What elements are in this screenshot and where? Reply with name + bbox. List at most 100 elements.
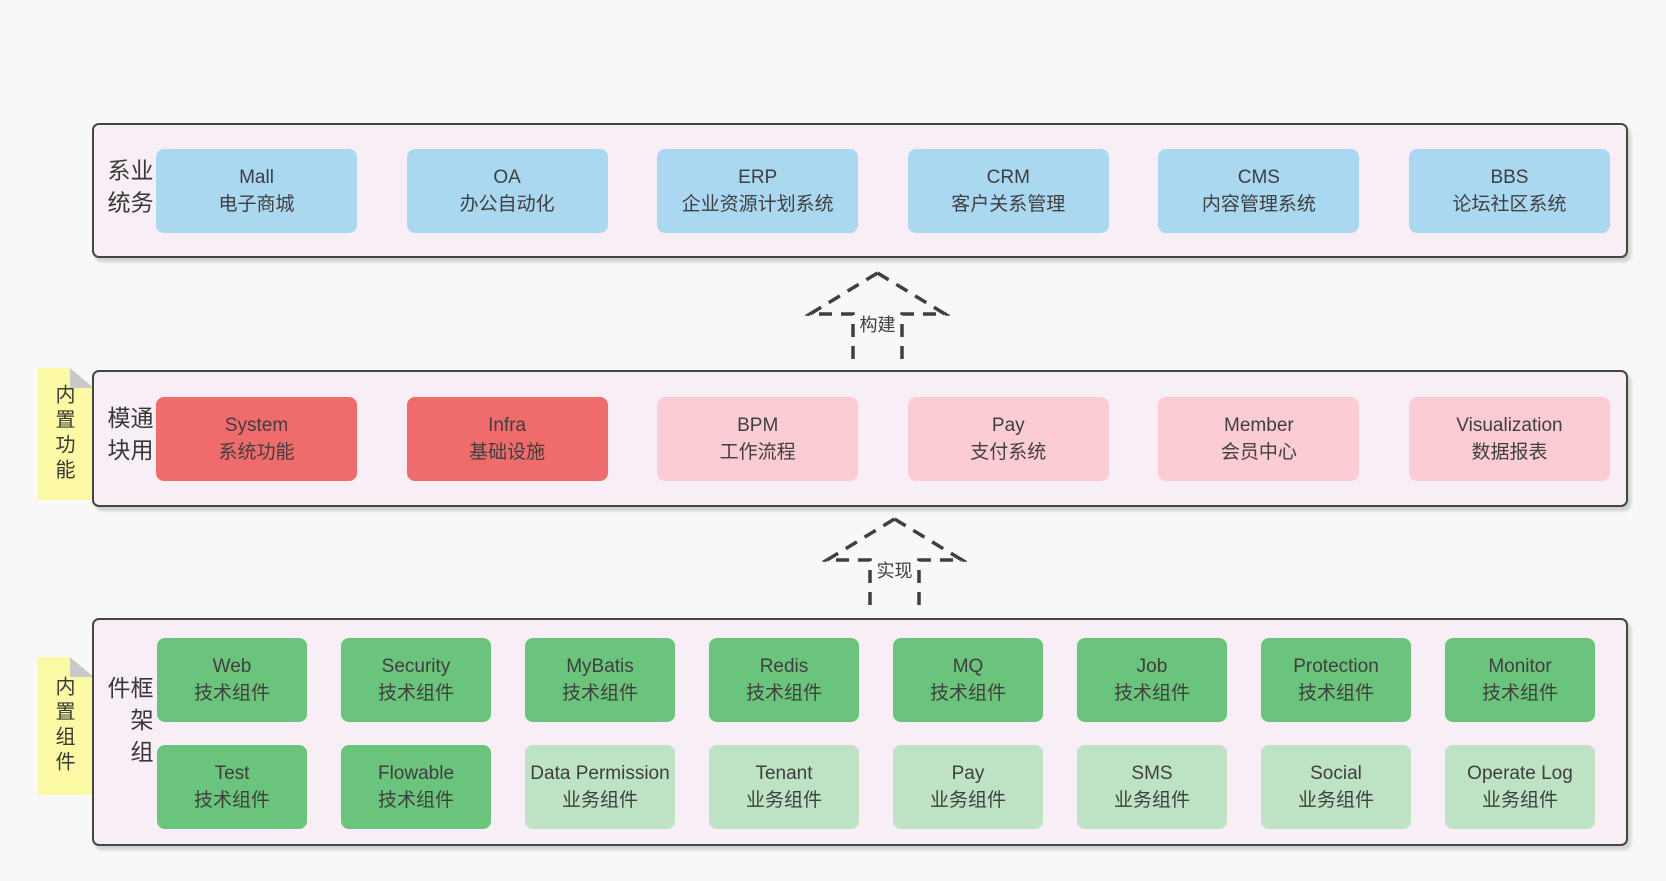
diagram-box-monitor: Monitor 技术组件 bbox=[1445, 638, 1595, 722]
box-subtitle: 业务组件 bbox=[929, 790, 1006, 811]
box-title: Pay bbox=[991, 414, 1025, 436]
box-subtitle: 技术组件 bbox=[193, 683, 270, 704]
sticky-note-label: 内置组件 bbox=[52, 676, 74, 776]
box-subtitle: 会员中心 bbox=[1220, 441, 1297, 463]
diagram-box-pay: Pay 业务组件 bbox=[893, 745, 1043, 829]
box-subtitle: 业务组件 bbox=[745, 790, 822, 811]
box-title: Job bbox=[1136, 656, 1168, 677]
arrow-implement: 实现 bbox=[822, 516, 967, 614]
dashed-up-arrow-icon bbox=[822, 517, 967, 614]
box-title: SMS bbox=[1131, 763, 1173, 784]
diagram-box-mybatis: MyBatis 技术组件 bbox=[525, 638, 675, 722]
box-subtitle: 技术组件 bbox=[929, 683, 1006, 704]
box-title: CMS bbox=[1237, 166, 1280, 188]
diagram-box-sms: SMS 业务组件 bbox=[1077, 745, 1227, 829]
diagram-box-pay: Pay 支付系统 bbox=[907, 396, 1109, 481]
box-subtitle: 企业资源计划系统 bbox=[681, 193, 834, 215]
box-title: Tenant bbox=[755, 763, 813, 784]
box-subtitle: 内容管理系统 bbox=[1201, 193, 1316, 215]
box-title: Flowable bbox=[377, 763, 455, 784]
box-subtitle: 工作流程 bbox=[719, 441, 796, 463]
diagram-box-member: Member 会员中心 bbox=[1158, 396, 1360, 481]
sticky-note-label: 内置功能 bbox=[52, 384, 74, 484]
box-title: Security bbox=[381, 656, 451, 677]
box-subtitle: 数据报表 bbox=[1471, 441, 1548, 463]
box-subtitle: 办公自动化 bbox=[459, 193, 555, 215]
box-title: OA bbox=[493, 166, 521, 188]
band-label: 通用模块 bbox=[104, 405, 153, 470]
diagram-box-mq: MQ 技术组件 bbox=[893, 638, 1043, 722]
box-subtitle: 技术组件 bbox=[377, 790, 454, 811]
arrow-build-label: 构建 bbox=[856, 315, 899, 335]
diagram-box-security: Security 技术组件 bbox=[341, 638, 491, 722]
box-title: Mall bbox=[239, 166, 274, 188]
diagram-box-redis: Redis 技术组件 bbox=[709, 638, 859, 722]
box-title: Pay bbox=[951, 763, 985, 784]
folded-corner-icon bbox=[70, 368, 94, 388]
band-label: 框架组件 bbox=[104, 676, 153, 772]
diagram-box-data-permission: Data Permission 业务组件 bbox=[525, 745, 675, 829]
diagram-box-social: Social 业务组件 bbox=[1261, 745, 1411, 829]
box-subtitle: 技术组件 bbox=[1481, 683, 1558, 704]
diagram-box-tenant: Tenant 业务组件 bbox=[709, 745, 859, 829]
box-title: CRM bbox=[986, 166, 1030, 188]
diagram-box-bpm: BPM 工作流程 bbox=[657, 396, 859, 481]
diagram-box-crm: CRM 客户关系管理 bbox=[907, 148, 1109, 233]
band-common-modules: 通用模块 System 系统功能 Infra 基础设施 BPM 工作流程 Pay 支付系统 Me… bbox=[92, 370, 1628, 507]
box-subtitle: 技术组件 bbox=[1113, 683, 1190, 704]
box-subtitle: 技术组件 bbox=[377, 683, 454, 704]
box-subtitle: 业务组件 bbox=[1297, 790, 1374, 811]
box-title: Protection bbox=[1293, 656, 1379, 677]
box-title: Web bbox=[212, 656, 252, 677]
diagram-box-protection: Protection 技术组件 bbox=[1261, 638, 1411, 722]
box-title: Data Permission bbox=[530, 763, 670, 784]
box-subtitle: 支付系统 bbox=[970, 441, 1047, 463]
diagram-box-job: Job 技术组件 bbox=[1077, 638, 1227, 722]
box-subtitle: 业务组件 bbox=[1113, 790, 1190, 811]
box-title: Infra bbox=[488, 414, 527, 436]
arrow-build: 构建 bbox=[805, 270, 950, 368]
diagram-box-test: Test 技术组件 bbox=[157, 745, 307, 829]
box-subtitle: 基础设施 bbox=[469, 441, 546, 463]
box-title: System bbox=[224, 414, 289, 436]
box-title: MyBatis bbox=[566, 656, 634, 677]
box-subtitle: 技术组件 bbox=[1297, 683, 1374, 704]
box-subtitle: 技术组件 bbox=[745, 683, 822, 704]
diagram-box-flowable: Flowable 技术组件 bbox=[341, 745, 491, 829]
box-subtitle: 业务组件 bbox=[561, 790, 638, 811]
band-label: 业务系统 bbox=[104, 157, 153, 222]
diagram-box-infra: Infra 基础设施 bbox=[406, 396, 608, 481]
box-title: BPM bbox=[737, 414, 779, 436]
dashed-up-arrow-icon bbox=[805, 271, 950, 368]
box-title: Test bbox=[214, 763, 250, 784]
diagram-box-erp: ERP 企业资源计划系统 bbox=[657, 148, 859, 233]
diagram-box-web: Web 技术组件 bbox=[157, 638, 307, 722]
box-title: Member bbox=[1224, 414, 1294, 436]
diagram-box-cms: CMS 内容管理系统 bbox=[1158, 148, 1360, 233]
box-subtitle: 系统功能 bbox=[218, 441, 295, 463]
box-subtitle: 技术组件 bbox=[193, 790, 270, 811]
sticky-note-built-in-components: 内置组件 bbox=[38, 657, 94, 795]
box-subtitle: 客户关系管理 bbox=[951, 193, 1066, 215]
box-subtitle: 论坛社区系统 bbox=[1452, 193, 1567, 215]
diagram-box-oa: OA 办公自动化 bbox=[406, 148, 608, 233]
box-title: Social bbox=[1310, 763, 1362, 784]
folded-corner-icon bbox=[70, 657, 94, 677]
sticky-note-built-in-functions: 内置功能 bbox=[38, 368, 94, 500]
box-title: MQ bbox=[952, 656, 984, 677]
box-title: Monitor bbox=[1488, 656, 1552, 677]
box-title: Redis bbox=[759, 656, 809, 677]
box-title: ERP bbox=[738, 166, 778, 188]
box-subtitle: 技术组件 bbox=[561, 683, 638, 704]
box-subtitle: 业务组件 bbox=[1481, 790, 1558, 811]
